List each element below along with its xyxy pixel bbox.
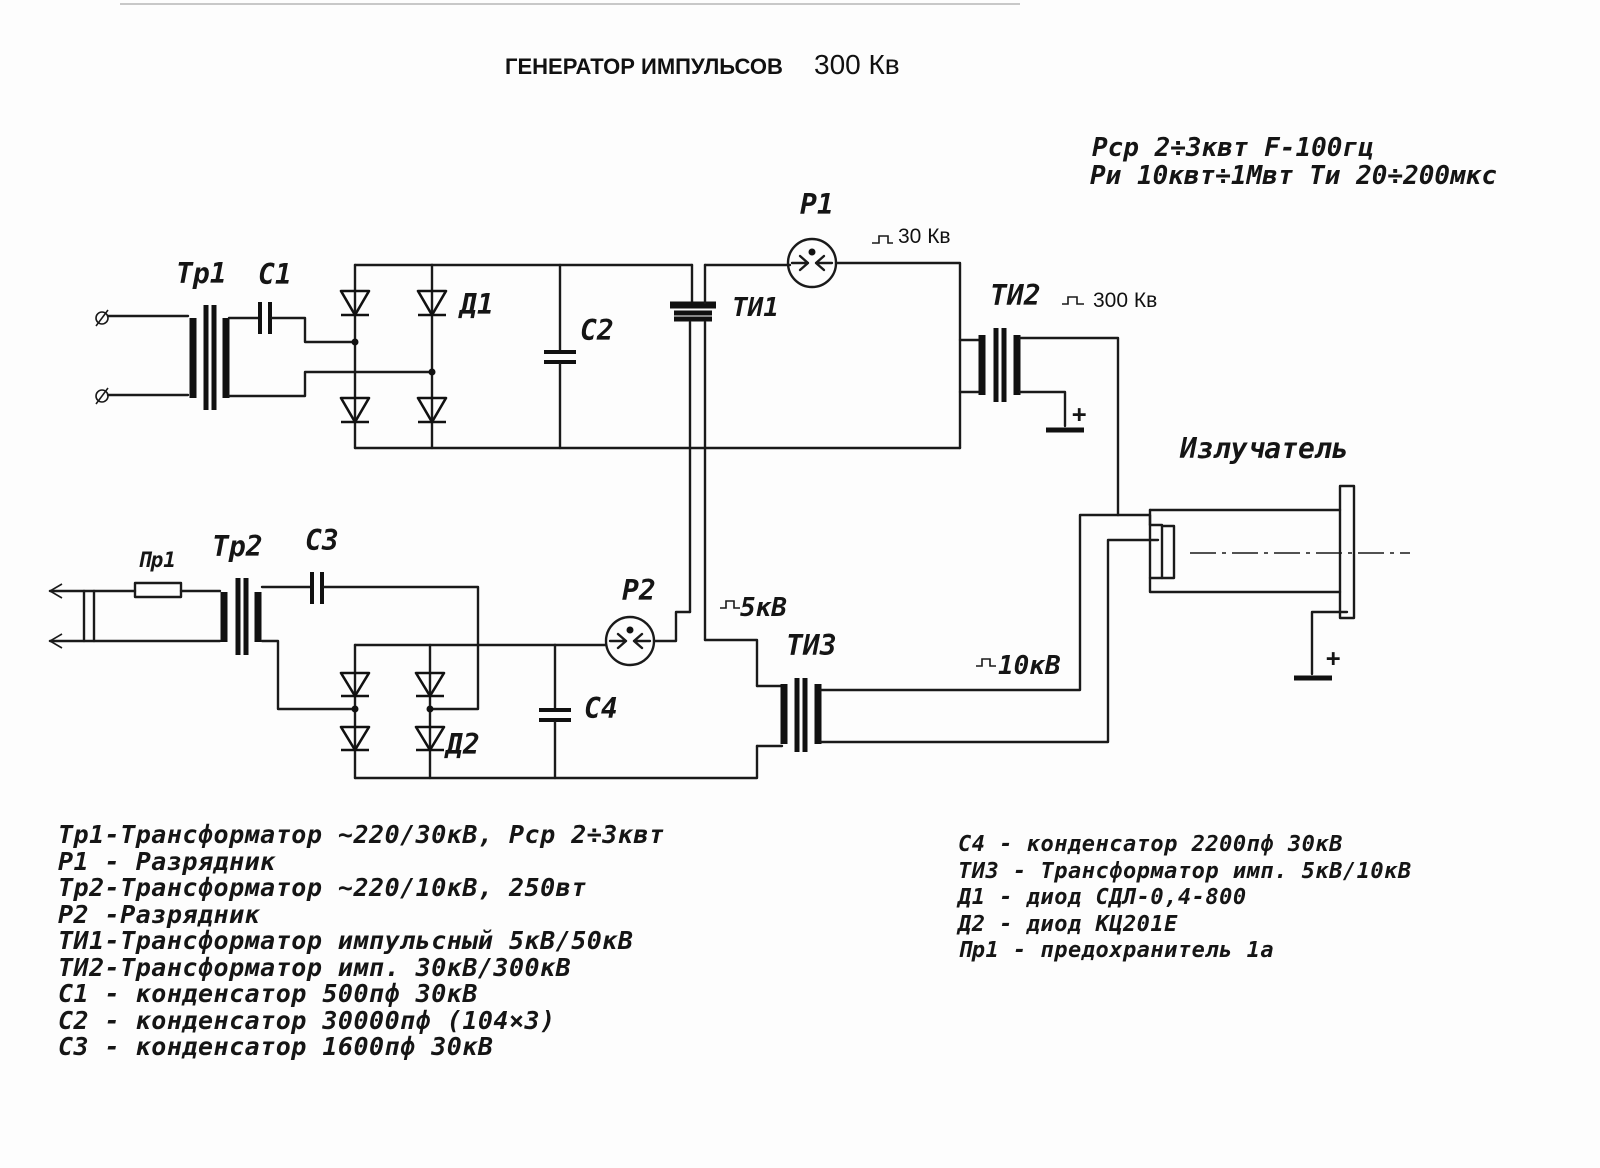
d1-label: Д1 xyxy=(458,288,494,321)
input-terminals-top xyxy=(95,309,190,405)
emitter-plus-label: + xyxy=(1326,644,1340,672)
c3-label: С3 xyxy=(305,524,339,557)
legend-item: С4 - конденсатор 2200пф 30кВ xyxy=(958,832,1343,857)
d1-diode-bridge xyxy=(339,263,448,450)
lower-circuit: Пр1 Тр2 С3 xyxy=(48,513,1160,780)
pulse-300kv-label: 300 Кв xyxy=(1093,289,1157,312)
ti2-plus-label: + xyxy=(1072,400,1086,428)
c2-label: С2 xyxy=(580,314,614,347)
spec-line-1: Рср 2÷3квт F-100гц xyxy=(1092,133,1374,163)
pulse-10kv-label: 10кВ xyxy=(998,651,1061,681)
emitter-label: Излучатель xyxy=(1179,432,1349,465)
legend-item: Пр1 - предохранитель 1а xyxy=(958,938,1275,963)
ti1-label: ТИ1 xyxy=(732,293,779,323)
d2-diode-bridge xyxy=(339,643,557,780)
legend-item: С1 - конденсатор 500пф 30кВ xyxy=(58,979,478,1008)
c1-label: С1 xyxy=(258,258,292,291)
spec-line-2: Ри 10квт÷1Мвт Ти 20÷200мкс xyxy=(1090,161,1497,191)
pr1-label: Пр1 xyxy=(138,548,176,572)
legend-right: С4 - конденсатор 2200пф 30кВ ТИ3 - Транс… xyxy=(958,832,1412,965)
diode xyxy=(339,396,371,424)
pulse-icon xyxy=(872,235,893,244)
diode xyxy=(416,289,448,317)
page-title: ГЕНЕРАТОР ИМПУЛЬСОВ xyxy=(505,54,783,79)
emitter-electrode xyxy=(1160,524,1176,580)
upper-circuit: Тр1 С1 Д1 xyxy=(95,188,1157,642)
pr1-fuse xyxy=(133,581,183,599)
legend-item: ТИ2-Трансформатор имп. 30кВ/300кВ xyxy=(58,952,572,982)
legend-item: Д2 - диод КЦ201Е xyxy=(958,911,1178,937)
emitter: Излучатель + xyxy=(1116,432,1410,681)
input-terminals-bottom xyxy=(48,583,222,649)
ti3-label: ТИ3 xyxy=(786,629,837,662)
c4-label: С4 xyxy=(584,692,618,725)
diode xyxy=(339,289,371,317)
p2-spark-gap xyxy=(604,615,656,667)
emitter-plate xyxy=(1338,484,1356,620)
ti1-transformer xyxy=(670,263,716,642)
legend-item: Р1 - Разрядник xyxy=(58,846,276,876)
pulse-30kv-label: 30 Кв xyxy=(898,225,951,248)
legend-left: Тр1-Трансформатор ~220/30кВ, Рср 2÷3квт … xyxy=(58,820,665,1061)
diode xyxy=(414,725,446,752)
legend-item: С2 - конденсатор 30000пф (104×3) xyxy=(58,1005,556,1035)
page-title-value: 300 Кв xyxy=(814,49,900,80)
diode xyxy=(416,396,448,424)
tr1-label: Тр1 xyxy=(176,257,227,290)
d2-label: Д2 xyxy=(444,728,480,761)
diode xyxy=(414,671,446,698)
pulse-5kv-label: 5кВ xyxy=(740,593,787,623)
p1-spark-gap xyxy=(786,237,838,289)
legend-item: ТИ1-Трансформатор импульсный 5кВ/50кВ xyxy=(58,926,634,955)
tr2-label: Тр2 xyxy=(212,530,263,563)
tr2-transformer xyxy=(220,578,262,655)
ti2-label: ТИ2 xyxy=(990,279,1041,312)
diode xyxy=(339,725,371,752)
legend-item: С3 - конденсатор 1600пф 30кВ xyxy=(58,1032,494,1061)
ti3-transformer xyxy=(703,513,1160,752)
p1-label: Р1 xyxy=(800,188,834,221)
tr1-transformer xyxy=(189,305,230,410)
pulse-icon xyxy=(720,600,740,609)
legend-item: ТИ3 - Трансформатор имп. 5кВ/10кВ xyxy=(958,858,1412,884)
legend-item: Тр2-Трансформатор ~220/10кВ, 250вт xyxy=(58,873,587,902)
legend-item: Д1 - диод СДЛ-0,4-800 xyxy=(958,885,1247,910)
p2-label: Р2 xyxy=(622,574,656,607)
diode xyxy=(339,671,371,698)
legend-item: Р2 -Разрядник xyxy=(58,899,261,929)
pulse-icon xyxy=(1062,296,1084,305)
pulse-icon xyxy=(976,658,996,667)
ti2-transformer xyxy=(958,328,1120,517)
legend-item: Тр1-Трансформатор ~220/30кВ, Рср 2÷3квт xyxy=(58,820,665,849)
